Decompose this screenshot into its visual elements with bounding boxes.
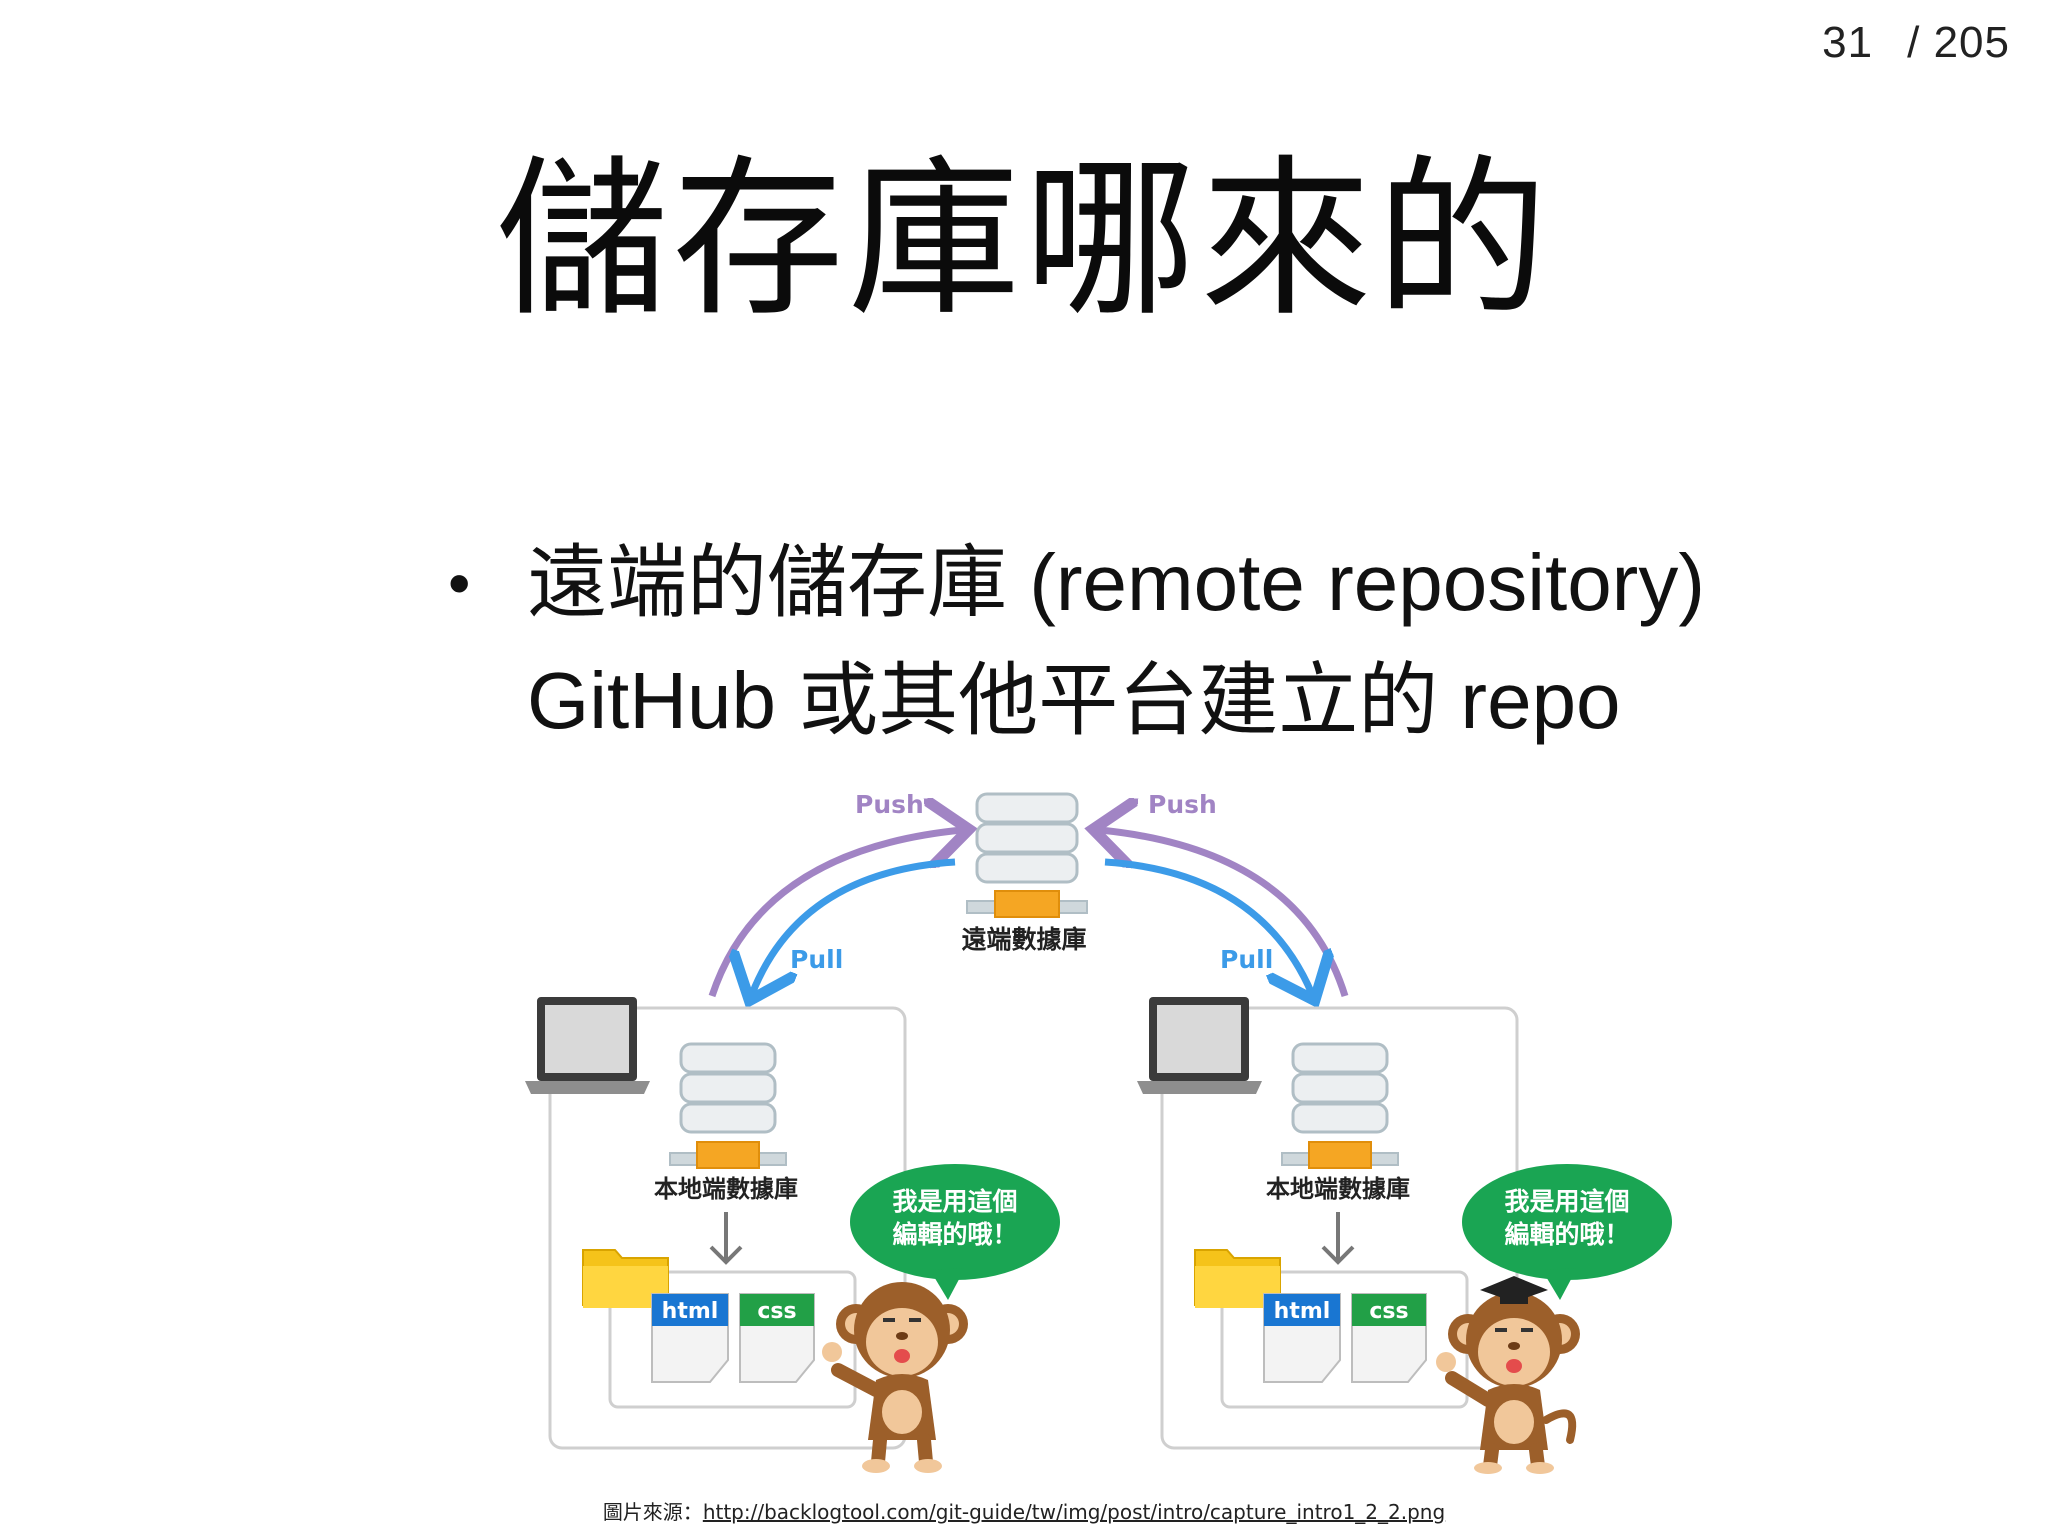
speech-bubble-right: 我是用這個 編輯的哦！ <box>1462 1164 1672 1300</box>
folder-icon-left <box>582 1249 669 1308</box>
local-panel-right: 本地端數據庫 html css 我是用這個 編輯的哦！ <box>1137 997 1672 1474</box>
slide-title: 儲存庫哪來的 <box>496 139 1552 340</box>
bullet-dot-icon: • <box>448 547 471 619</box>
folder-icon-right <box>1194 1249 1281 1308</box>
bubble-left-line1: 我是用這個 <box>892 1187 1017 1216</box>
html-file-icon-left: html <box>651 1293 729 1383</box>
local-server-icon-right <box>1281 1042 1399 1169</box>
pull-arrow-left <box>752 858 956 994</box>
css-file-icon-left: css <box>739 1293 815 1383</box>
css-file-icon-right: css <box>1351 1293 1427 1383</box>
page-counter: 31 / 205 <box>1822 18 2026 68</box>
html-file-label-left: html <box>662 1299 719 1324</box>
laptop-icon-left <box>525 997 650 1094</box>
remote-db-label: 遠端數據庫 <box>961 925 1086 954</box>
html-file-label-right: html <box>1274 1299 1331 1324</box>
bullet-line-1: 遠端的儲存庫 (remote repository) <box>527 538 1705 627</box>
down-arrow-icon-left <box>709 1212 743 1265</box>
remote-server-icon <box>966 792 1088 918</box>
page-total: / 205 <box>1907 18 2010 67</box>
push-label-right: Push <box>1148 790 1217 819</box>
down-arrow-icon-right <box>1321 1212 1355 1265</box>
local-db-label-left: 本地端數據庫 <box>654 1175 798 1203</box>
local-server-icon-left <box>669 1042 787 1169</box>
bullet-line-2: GitHub 或其他平台建立的 repo <box>527 656 1621 745</box>
bubble-right-line2: 編輯的哦！ <box>1504 1220 1629 1249</box>
local-db-label-right: 本地端數據庫 <box>1266 1175 1410 1203</box>
pull-label-right: Pull <box>1220 945 1273 974</box>
page-current: 31 <box>1822 18 1874 67</box>
pull-label-left: Pull <box>790 945 843 974</box>
bullet-item: • 遠端的儲存庫 (remote repository) GitHub 或其他平… <box>448 524 1852 760</box>
speech-bubble-left: 我是用這個 編輯的哦！ <box>850 1164 1060 1300</box>
bubble-right-line1: 我是用這個 <box>1504 1187 1629 1216</box>
css-file-label-left: css <box>757 1299 796 1324</box>
caption-prefix: 圖片來源： <box>602 1500 703 1524</box>
bubble-left-line2: 編輯的哦！ <box>892 1220 1017 1249</box>
image-source-caption: 圖片來源：http://backlogtool.com/git-guide/tw… <box>0 1496 2048 1525</box>
caption-source-link[interactable]: http://backlogtool.com/git-guide/tw/img/… <box>702 1500 1446 1524</box>
local-panel-left: 本地端數據庫 html css 我是用這個 編輯的哦！ <box>525 997 1060 1473</box>
css-file-label-right: css <box>1369 1299 1408 1324</box>
laptop-icon-right <box>1137 997 1262 1094</box>
pull-arrow-right <box>1104 858 1312 994</box>
monkey-character-icon-right <box>1436 1276 1580 1474</box>
monkey-character-icon-left <box>822 1282 968 1473</box>
push-label-left: Push <box>855 790 924 819</box>
html-file-icon-right: html <box>1263 1293 1341 1383</box>
